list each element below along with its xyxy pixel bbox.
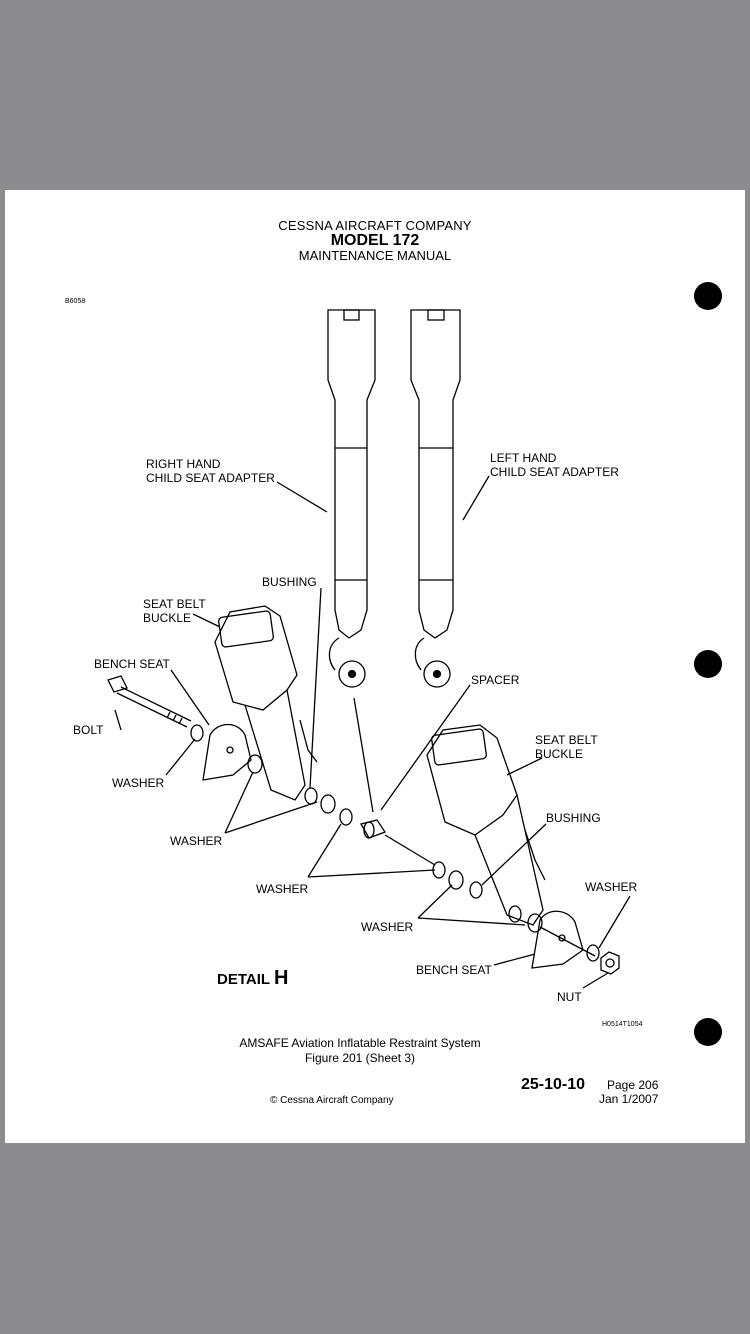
right-seat-belt-buckle xyxy=(426,724,546,926)
label-left-adapter-2: CHILD SEAT ADAPTER xyxy=(490,465,619,479)
label-spacer: SPACER xyxy=(471,673,520,687)
label-bench-seat-right: BENCH SEAT xyxy=(416,963,492,977)
company-name: CESSNA AIRCRAFT COMPANY xyxy=(278,218,472,233)
left-bench-seat-bracket xyxy=(202,723,252,781)
drawing-code: H0514T1054 xyxy=(602,1021,643,1028)
bolt xyxy=(107,675,192,728)
detail-title: DETAIL H xyxy=(217,967,289,989)
binder-hole-bottom xyxy=(694,1018,722,1046)
label-washer-b: WASHER xyxy=(170,834,223,848)
label-nut: NUT xyxy=(557,990,582,1004)
sheet-code: B6058 xyxy=(65,298,86,305)
revision-date: Jan 1/2007 xyxy=(599,1092,659,1106)
figure-caption-number: Figure 201 (Sheet 3) xyxy=(304,1051,416,1065)
label-washer-c: WASHER xyxy=(256,882,309,896)
label-washer-a: WASHER xyxy=(112,776,165,790)
page-number: Page 206 xyxy=(607,1078,659,1092)
section-number: 25-10-10 xyxy=(521,1076,586,1093)
label-right-adapter: RIGHT HAND xyxy=(146,457,221,471)
label-bushing-top: BUSHING xyxy=(262,575,317,589)
label-buckle-right: SEAT BELT xyxy=(535,733,598,747)
label-bench-seat-left: BENCH SEAT xyxy=(94,657,170,671)
model-title: MODEL 172 xyxy=(330,232,420,249)
seat-belt-diagram: RIGHT HAND CHILD SEAT ADAPTER LEFT HAND … xyxy=(73,309,638,1004)
label-buckle-left-2: BUCKLE xyxy=(143,611,191,625)
manual-page: CESSNA AIRCRAFT COMPANY MODEL 172 MAINTE… xyxy=(5,190,745,1143)
label-left-adapter: LEFT HAND xyxy=(490,451,557,465)
manual-title: MAINTENANCE MANUAL xyxy=(298,248,452,263)
label-bushing-right: BUSHING xyxy=(546,811,601,825)
binder-hole-top xyxy=(694,282,722,310)
label-buckle-right-2: BUCKLE xyxy=(535,747,583,761)
right-child-seat-adapter xyxy=(327,309,376,688)
label-bolt: BOLT xyxy=(73,723,104,737)
label-right-adapter-2: CHILD SEAT ADAPTER xyxy=(146,471,275,485)
label-washer-d: WASHER xyxy=(585,880,638,894)
binder-hole-middle xyxy=(694,650,722,678)
label-washer-e: WASHER xyxy=(361,920,414,934)
spacer xyxy=(360,819,386,839)
label-buckle-left: SEAT BELT xyxy=(143,597,206,611)
right-bench-seat-bracket xyxy=(531,910,584,969)
nut xyxy=(600,951,620,975)
left-child-seat-adapter xyxy=(410,309,461,688)
left-seat-belt-buckle xyxy=(214,605,318,801)
figure-caption-title: AMSAFE Aviation Inflatable Restraint Sys… xyxy=(239,1036,481,1050)
copyright: © Cessna Aircraft Company xyxy=(270,1095,394,1106)
